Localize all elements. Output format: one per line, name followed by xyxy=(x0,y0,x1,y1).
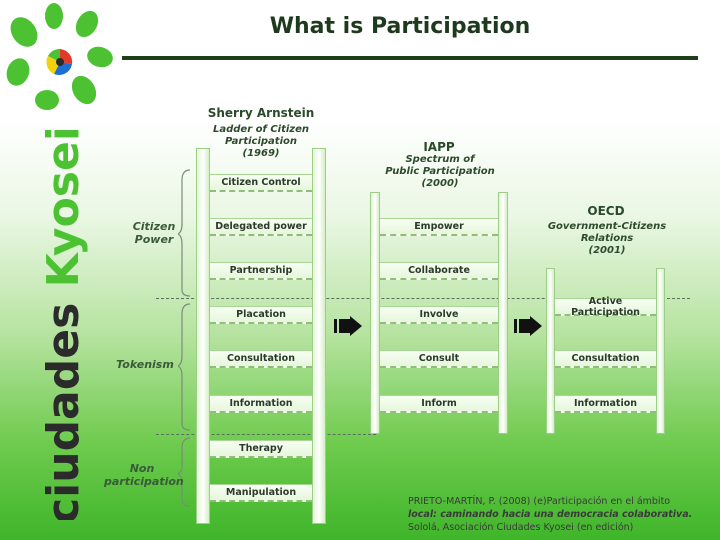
iapp-right-rail xyxy=(498,192,508,434)
arnstein-right-rail xyxy=(312,148,326,524)
ladder-rung: Collaborate xyxy=(380,262,498,280)
oecd-author: OECD xyxy=(587,204,625,218)
citation: PRIETO-MARTÍN, P. (2008) (e)Participació… xyxy=(408,496,693,533)
kyosei-logo xyxy=(6,3,113,110)
iapp-left-rail xyxy=(370,192,380,434)
ladder-rung: Active Participation xyxy=(555,296,656,318)
ladder-rung: Therapy xyxy=(210,440,312,458)
title-divider xyxy=(122,56,698,60)
ladder-rung: Partnership xyxy=(210,262,312,280)
ladder-rung: Consultation xyxy=(555,350,656,368)
nonparticipation-divider xyxy=(156,434,376,435)
tokenism-divider xyxy=(156,298,690,299)
iapp-author: IAPP xyxy=(423,140,455,154)
group-brackets xyxy=(178,169,191,507)
arnstein-subtitle: Ladder of Citizen Participation(1969) xyxy=(212,124,310,159)
ladder-rung: Information xyxy=(210,395,312,413)
arnstein-author: Sherry Arnstein xyxy=(207,106,315,120)
arnstein-left-rail xyxy=(196,148,210,524)
oecd-right-rail xyxy=(656,268,665,434)
group-tokenism: Tokenism xyxy=(116,358,174,371)
ladder-rung: Consult xyxy=(380,350,498,368)
ladder-rung: Involve xyxy=(380,306,498,324)
ladder-rung: Inform xyxy=(380,395,498,413)
ladder-rung: Manipulation xyxy=(210,484,312,502)
arrow-right-icon xyxy=(514,316,542,336)
ladder-rung: Consultation xyxy=(210,350,312,368)
svg-text:ciudades Kyosei: ciudades Kyosei xyxy=(38,130,89,520)
page-title: What is Participation xyxy=(269,14,531,39)
arrow-right-icon xyxy=(334,316,362,336)
brand-vertical-text: ciudades Kyosei xyxy=(38,130,89,520)
ladder-rung: Placation xyxy=(210,306,312,324)
ladder-rung: Empower xyxy=(380,218,498,236)
ladder-rung: Information xyxy=(555,395,656,413)
ladder-rung: Citizen Control xyxy=(210,174,312,192)
ladder-rung: Delegated power xyxy=(210,218,312,236)
oecd-left-rail xyxy=(546,268,555,434)
